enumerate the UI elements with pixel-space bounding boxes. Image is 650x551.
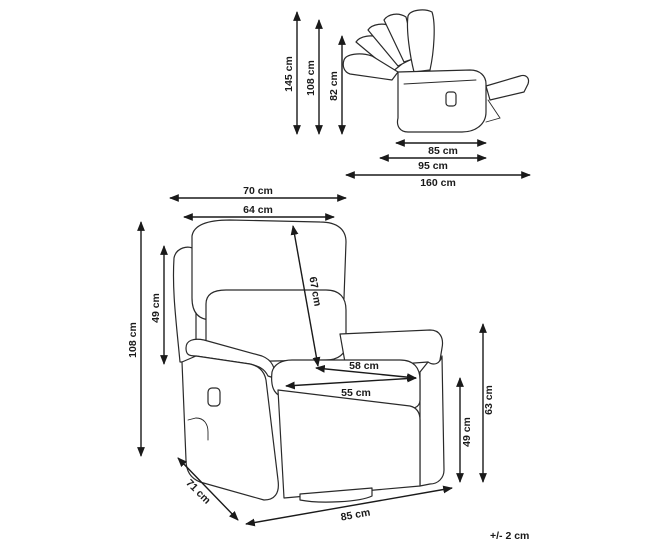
depth-160-label: 160 cm: [420, 177, 456, 189]
left-armrest-body: [181, 355, 279, 501]
footrest-link: [485, 99, 501, 123]
upright-back: [406, 9, 435, 73]
extended-footrest: [485, 74, 530, 101]
depth-71-line: [177, 457, 239, 521]
width-70-label: 70 cm: [243, 185, 273, 197]
tolerance-note: +/- 2 cm: [490, 530, 529, 542]
seat-depth-58-label: 58 cm: [349, 360, 379, 372]
width-85-label: 85 cm: [340, 507, 371, 524]
front-view-recliner: [172, 219, 445, 503]
side-height-dimensions: 145 cm 108 cm 82 cm: [283, 11, 346, 135]
arm-height-63-label: 63 cm: [483, 385, 495, 415]
height-145-label: 145 cm: [283, 56, 295, 92]
height-108-front-label: 108 cm: [127, 322, 139, 358]
seat-width-55-line: [285, 374, 417, 390]
side-view-recliner: [342, 9, 530, 133]
width-85-line: [245, 485, 453, 527]
front-lever: [207, 387, 221, 407]
back-height-67-line: [290, 225, 321, 367]
back-cushion-49-label: 49 cm: [150, 293, 162, 323]
back-height-67-label: 67 cm: [306, 276, 323, 307]
right-armrest-body: [419, 355, 445, 487]
height-82-label: 82 cm: [328, 71, 340, 101]
depth-95-label: 95 cm: [418, 160, 448, 172]
side-armrest-line: [403, 79, 477, 85]
left-armrest-top: [185, 338, 276, 379]
side-seam: [187, 417, 209, 441]
seat-height-49-label: 49 cm: [461, 417, 473, 447]
side-lever: [445, 91, 457, 107]
depth-85-label: 85 cm: [428, 145, 458, 157]
height-108-label: 108 cm: [305, 60, 317, 96]
side-depth-dimensions: 85 cm 95 cm 160 cm: [345, 139, 531, 189]
seat-width-55-label: 55 cm: [341, 387, 371, 399]
side-body: [396, 69, 487, 133]
width-64-label: 64 cm: [243, 204, 273, 216]
front-base-panel: [277, 389, 421, 499]
